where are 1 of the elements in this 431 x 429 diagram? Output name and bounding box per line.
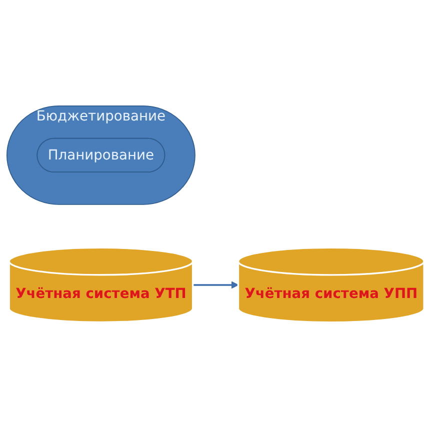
arrow: [192, 282, 239, 290]
